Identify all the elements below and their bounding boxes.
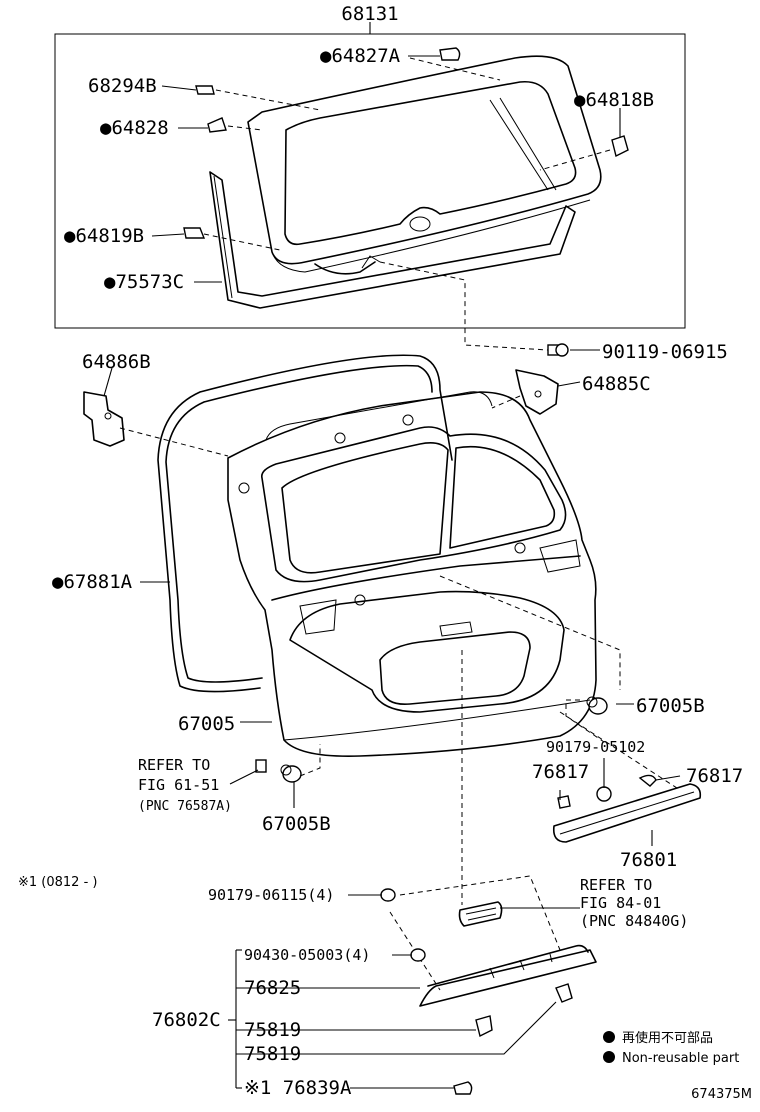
license-lamp [458, 901, 503, 927]
weatherstrip-67881a [157, 354, 453, 693]
label-75819-b: 75819 [244, 1043, 301, 1065]
label-76839a: ※1 76839A [244, 1077, 352, 1099]
refer-84-line3: (PNC 84840G) [580, 912, 688, 930]
label-68294b: 68294B [88, 75, 157, 97]
label-76801: 76801 [620, 849, 677, 871]
refer-61-line2: FIG 61-51 [138, 776, 219, 794]
grommet-75819-a [475, 1015, 493, 1038]
refer-cap [255, 759, 267, 773]
refer-61-line1: REFER TO [138, 756, 210, 774]
clip-68294b [195, 85, 215, 95]
screw-90430-05003 [410, 948, 426, 962]
label-64885c: 64885C [582, 373, 651, 395]
label-64818b: ●64818B [574, 89, 654, 111]
stop-lamp-76801 [552, 783, 702, 843]
footnote: ※1 (0812 - ) [18, 875, 97, 890]
label-67881a: ●67881A [52, 571, 133, 593]
clip-76817-left [557, 795, 571, 809]
garnish-76825 [419, 944, 597, 1007]
label-90179-05102: 90179-05102 [546, 738, 645, 756]
legend-jp: 再使用不可部品 [622, 1030, 713, 1046]
stopper-67005b-right [586, 696, 608, 715]
label-68131: 68131 [341, 3, 398, 25]
back-door-panel-67005 [227, 391, 597, 757]
clip-64819b [183, 227, 206, 239]
nut-90179-05102 [596, 786, 612, 802]
screw-90179-06115 [380, 888, 396, 902]
label-76802c: 76802C [152, 1009, 221, 1031]
refer-84-line1: REFER TO [580, 876, 652, 894]
label-76817-left: 76817 [532, 761, 589, 783]
label-64827a: ●64827A [320, 45, 401, 67]
label-90119: 90119-06915 [602, 341, 728, 363]
label-67005: 67005 [178, 713, 235, 735]
clip-76817-right [638, 774, 657, 787]
label-64886b: 64886B [82, 351, 151, 373]
label-90430: 90430-05003(4) [244, 946, 370, 964]
back-door-glass [247, 55, 602, 273]
bolt-90119 [547, 343, 569, 357]
diagram-id: 674375M [691, 1087, 752, 1102]
clip-64828 [207, 117, 227, 133]
legend-dot-jp [603, 1031, 615, 1043]
label-64819b: ●64819B [64, 225, 144, 247]
label-90179-06115: 90179-06115(4) [208, 886, 334, 904]
stopper-67005b-bottom [280, 764, 302, 783]
refer-61-line3: (PNC 76587A) [138, 799, 232, 814]
label-75819-a: 75819 [244, 1019, 301, 1041]
label-75573c: ●75573C [104, 271, 184, 293]
hinge-64886b [83, 391, 125, 447]
molding-75573c [209, 171, 576, 309]
clip-76839a [453, 1081, 473, 1095]
label-76817-right: 76817 [686, 765, 743, 787]
clip-64818b [611, 135, 629, 158]
grommet-75819-b [555, 983, 573, 1003]
legend-dot-en [603, 1051, 615, 1063]
label-67005b-right: 67005B [636, 695, 705, 717]
clip-64827a [439, 47, 461, 61]
label-76825: 76825 [244, 977, 301, 999]
hinge-64885c [515, 369, 559, 415]
refer-84-line2: FIG 84-01 [580, 894, 661, 912]
label-67005b-bottom: 67005B [262, 813, 331, 835]
legend-en: Non-reusable part [622, 1051, 739, 1066]
label-64828: ●64828 [100, 117, 169, 139]
